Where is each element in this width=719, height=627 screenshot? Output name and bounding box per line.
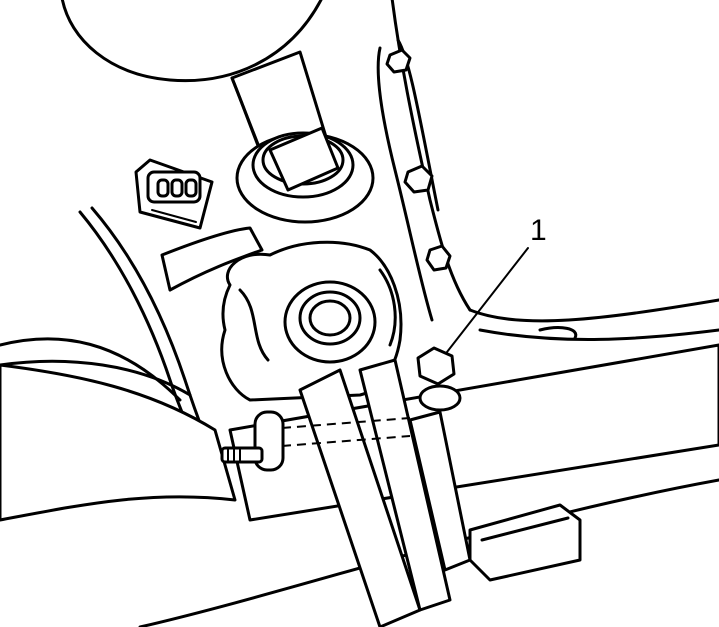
callout-1: 1 bbox=[446, 214, 547, 353]
column-housing bbox=[60, 0, 323, 83]
callout-label: 1 bbox=[530, 214, 547, 247]
clamp-bracket bbox=[253, 358, 472, 627]
pinion-port bbox=[283, 280, 377, 364]
crossmember bbox=[0, 359, 237, 522]
mounting-bolt bbox=[416, 346, 462, 412]
connector-icon bbox=[134, 158, 214, 230]
body-panel bbox=[376, 0, 719, 341]
rubber-boot bbox=[235, 126, 375, 224]
bracket-flap bbox=[160, 226, 264, 292]
panel-bolts bbox=[385, 48, 452, 272]
stud bbox=[220, 446, 264, 464]
shield-plate bbox=[468, 503, 582, 582]
